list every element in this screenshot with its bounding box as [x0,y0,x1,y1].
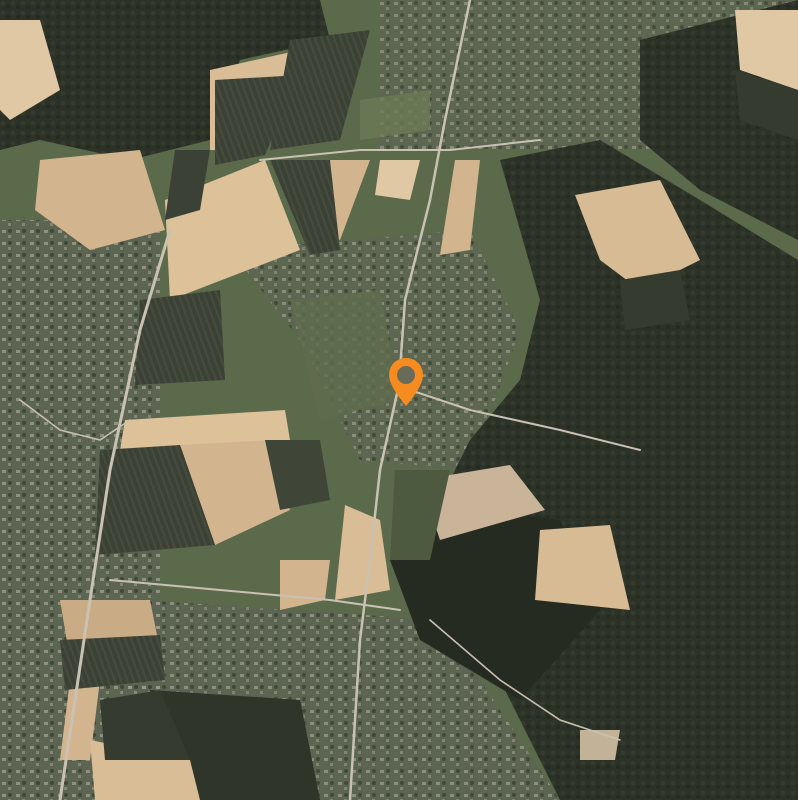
field-dark-sw2 [265,440,330,510]
field-s-1 [335,505,390,600]
field-dark-sw [95,445,215,555]
field-c-2 [375,160,420,200]
field-c-3 [440,160,480,255]
field-dark-n2 [270,30,370,150]
field-dark-s2 [100,690,190,760]
road-east [409,389,641,451]
road-west-loop [19,399,131,441]
field-dark-c [270,160,340,255]
field-dark-n [215,75,300,165]
field-dark-s [60,635,165,690]
road-central-north [398,0,472,372]
field-sw-2 [180,440,290,545]
forest-northwest [0,0,330,160]
field-dark-c2 [165,150,210,220]
map-pin-icon [389,358,423,406]
road-main-diagonal [58,228,172,800]
road-central-south [348,378,402,800]
field-dark-w [135,290,225,385]
location-marker[interactable] [387,356,425,408]
field-ne-2 [735,10,798,90]
field-w-1 [35,150,165,250]
field-nw-1 [0,20,60,120]
road-se [429,619,621,741]
field-dark-ne [620,270,690,330]
road-network [19,0,641,800]
field-dark-ne2 [735,70,798,140]
road-south-ew [109,579,401,611]
field-ne-1 [575,180,700,290]
meadow-s [390,470,450,560]
meadow-n [360,90,430,140]
road-north-ew [259,139,541,161]
field-sw-1 [120,410,290,450]
field-clearing-se [580,730,620,760]
field-se-1 [420,465,545,540]
meadow-c [290,290,400,420]
field-se-2 [535,525,630,610]
